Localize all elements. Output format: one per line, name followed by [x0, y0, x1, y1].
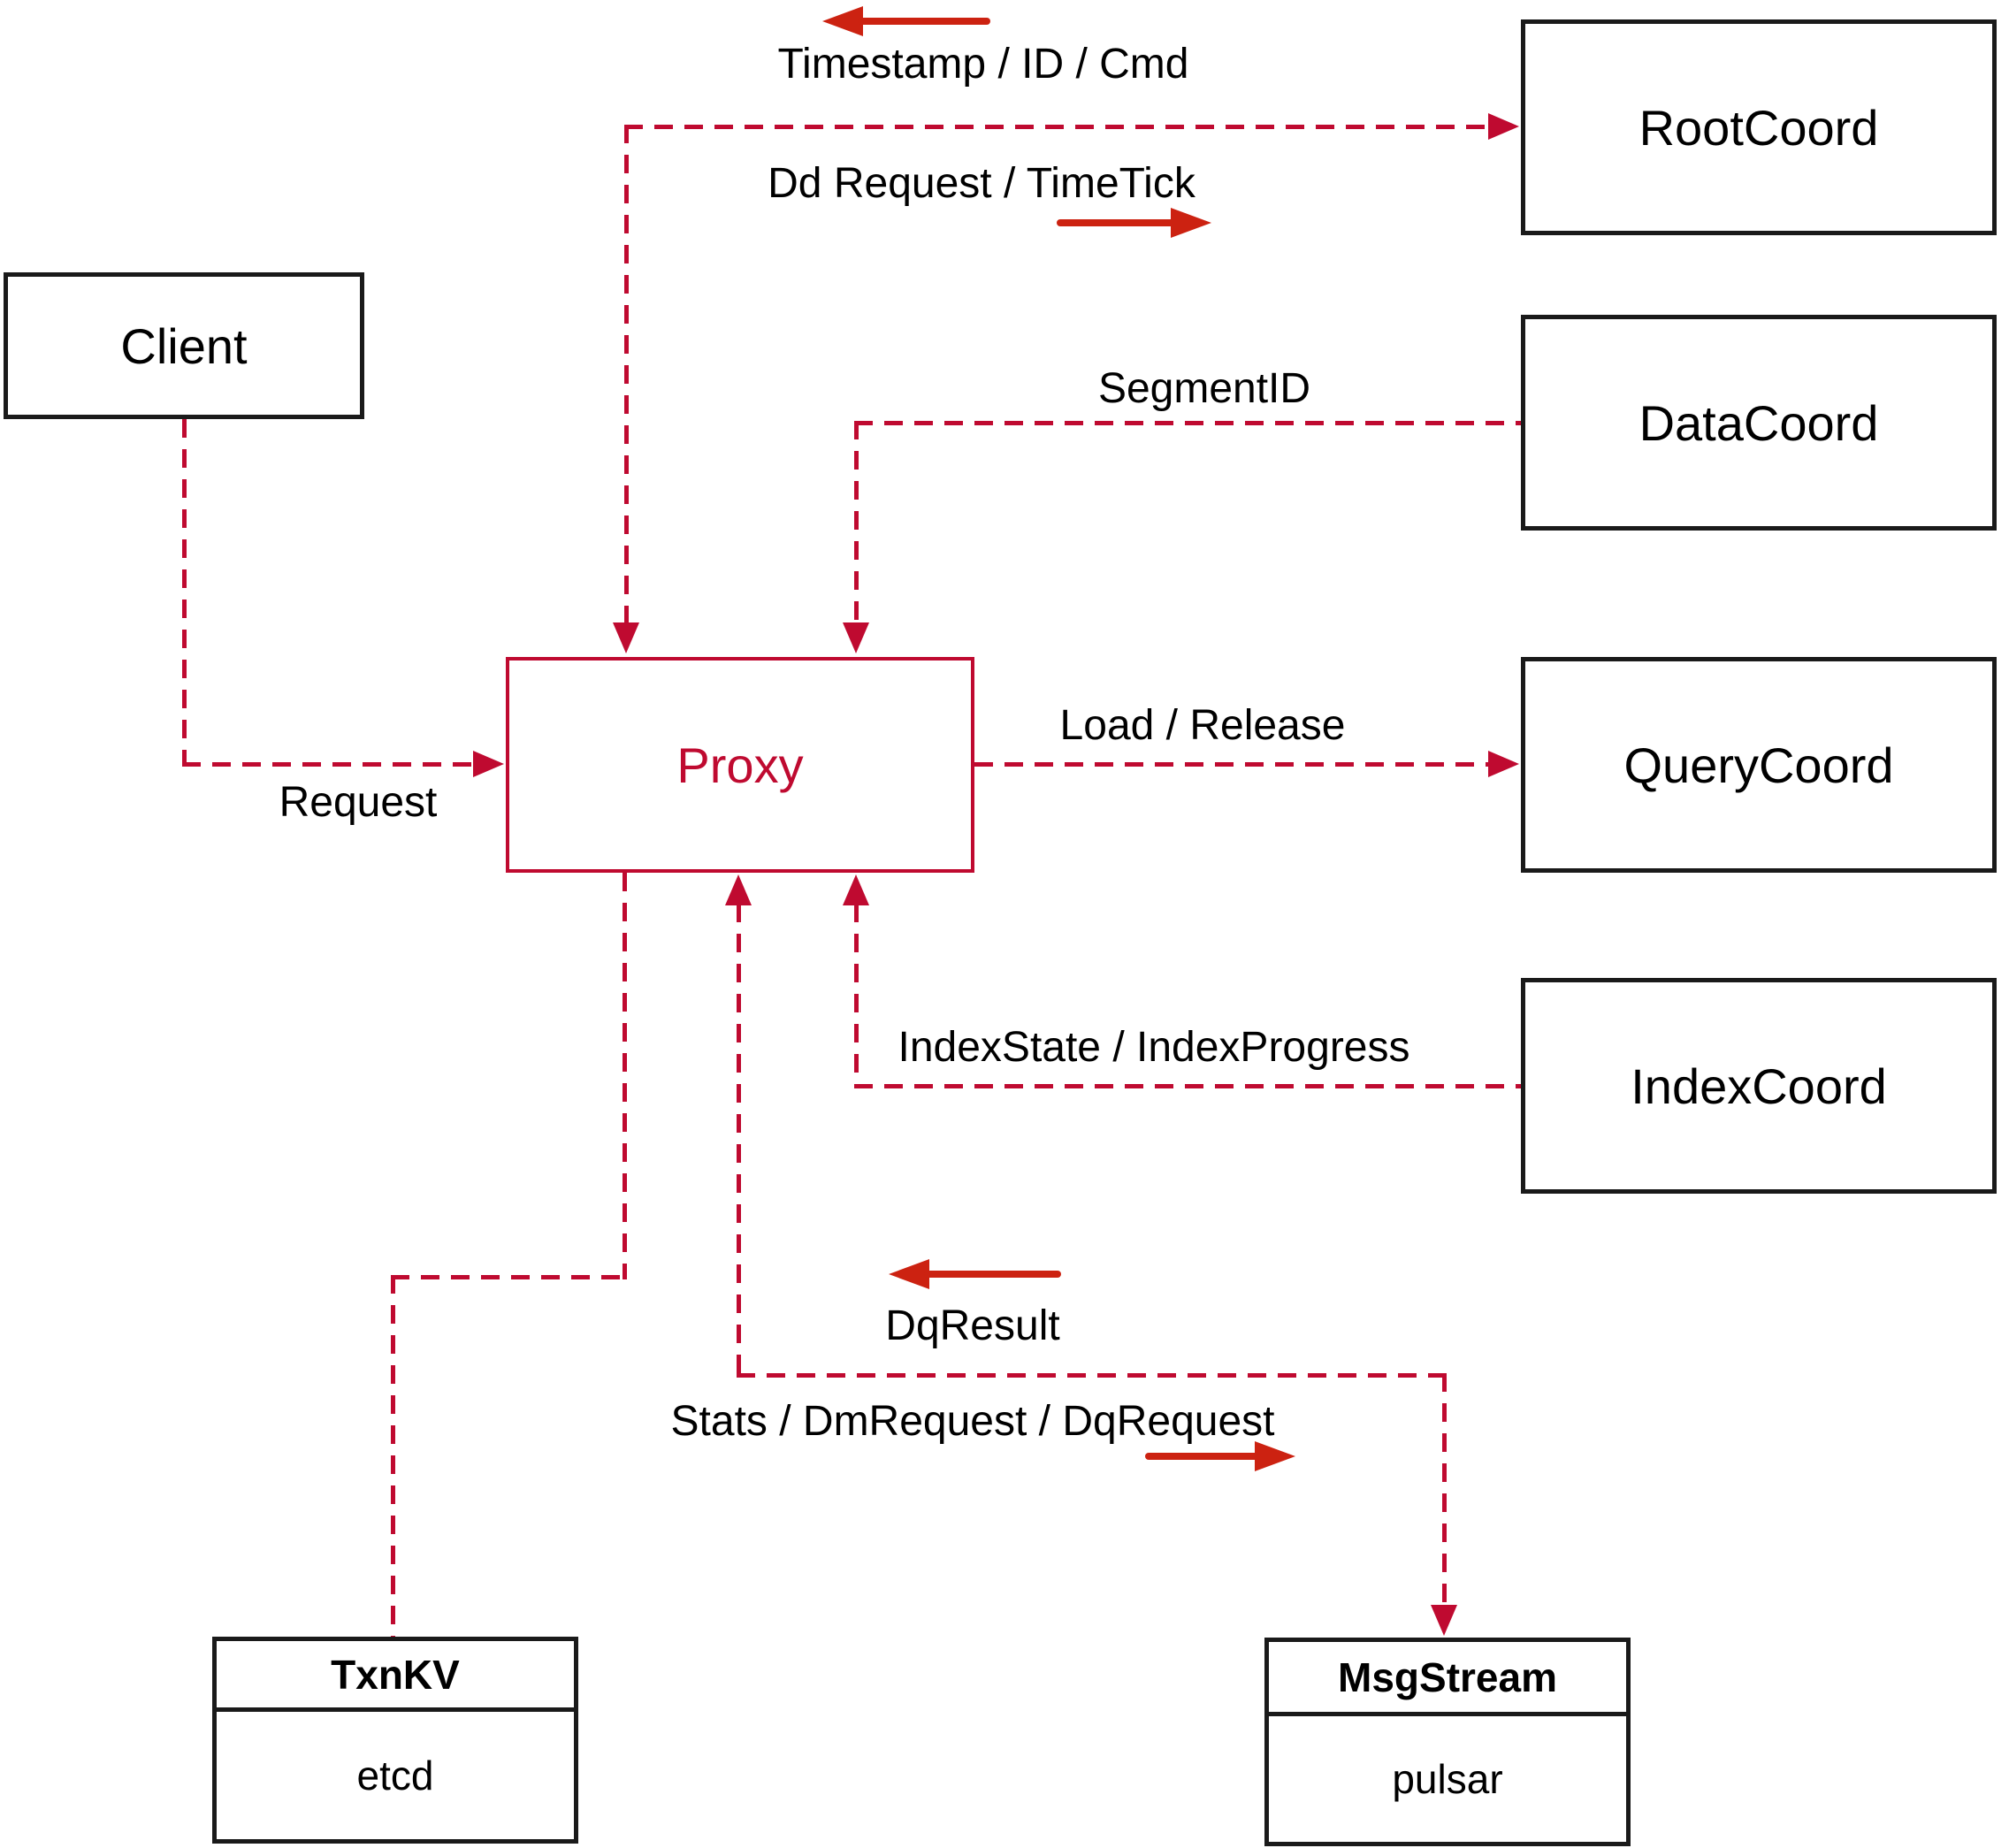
- edge-msgstream-proxy-arrowhead: [725, 874, 752, 905]
- node-rootcoord: RootCoord: [1521, 19, 1997, 235]
- edge-proxy-msgstream-arrowhead: [1431, 1605, 1457, 1636]
- edge-rootcoord-proxy-arrowhead: [613, 622, 639, 653]
- edge-proxy-msgstream-vline1: [737, 904, 741, 1378]
- edge-proxy-rootcoord-hline: [624, 125, 1493, 129]
- node-txnkv-impl: etcd: [356, 1753, 434, 1798]
- edge-proxy-msgstream-hline: [737, 1373, 1447, 1378]
- edge-proxy-querycoord-arrowhead: [1488, 751, 1519, 777]
- edge-client-proxy-hline: [182, 762, 476, 767]
- node-querycoord: QueryCoord: [1521, 657, 1997, 873]
- edge-client-proxy-vline: [182, 419, 187, 767]
- edge-datacoord-proxy-hline: [854, 421, 1521, 425]
- edge-proxy-querycoord-hline: [974, 762, 1493, 767]
- edge-label-stats-dmrequest-dqrequest: Stats / DmRequest / DqRequest: [670, 1398, 1275, 1445]
- node-txnkv: TxnKV etcd: [212, 1637, 578, 1844]
- edge-indexcoord-proxy-vline: [854, 904, 859, 1088]
- edge-label-segmentid: SegmentID: [1097, 365, 1311, 412]
- edge-datacoord-proxy-arrowhead: [843, 622, 869, 653]
- edge-label-indexstate-indexprogress: IndexState / IndexProgress: [898, 1024, 1410, 1071]
- edge-proxy-txnkv-hline: [391, 1275, 627, 1279]
- node-client: Client: [4, 272, 364, 419]
- edge-proxy-rootcoord-vline: [624, 125, 629, 624]
- edge-proxy-txnkv-vline1: [623, 873, 627, 1279]
- node-proxy: Proxy: [506, 657, 974, 873]
- node-msgstream: MsgStream pulsar: [1264, 1638, 1631, 1846]
- edge-label-load-release: Load / Release: [1059, 702, 1346, 749]
- edge-label-dd-request-timetick: Dd Request / TimeTick: [768, 160, 1195, 207]
- node-msgstream-title: MsgStream: [1269, 1642, 1626, 1716]
- edge-proxy-msgstream-vline2: [1442, 1373, 1447, 1605]
- edge-label-request: Request: [279, 779, 438, 826]
- edge-label-dqresult: DqResult: [885, 1302, 1060, 1349]
- edge-indexcoord-proxy-hline: [854, 1084, 1521, 1088]
- node-datacoord: DataCoord: [1521, 315, 1997, 531]
- edge-label-timestamp-id-cmd: Timestamp / ID / Cmd: [777, 41, 1189, 88]
- edge-client-proxy-arrowhead: [473, 751, 504, 777]
- node-txnkv-title: TxnKV: [217, 1641, 574, 1712]
- edge-proxy-rootcoord-arrowhead: [1488, 113, 1519, 140]
- edge-proxy-txnkv-vline2: [391, 1275, 395, 1637]
- node-msgstream-impl: pulsar: [1392, 1756, 1503, 1802]
- node-indexcoord: IndexCoord: [1521, 978, 1997, 1194]
- edge-datacoord-proxy-vline: [854, 421, 859, 624]
- edge-indexcoord-proxy-arrowhead: [843, 874, 869, 905]
